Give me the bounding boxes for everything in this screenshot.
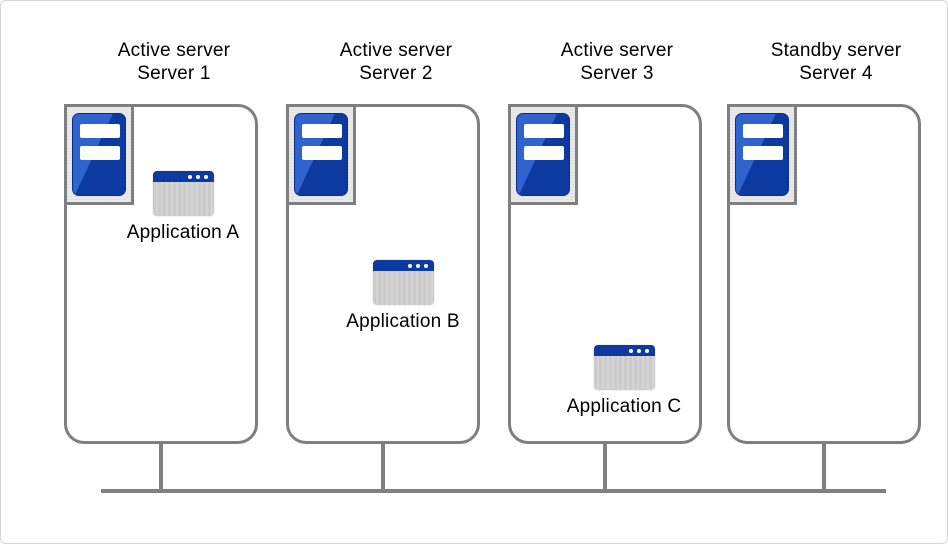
application-label: Application B bbox=[346, 311, 460, 332]
server-tower-glyph bbox=[294, 113, 348, 196]
server-1-box bbox=[64, 104, 258, 444]
application-b: Application B bbox=[333, 260, 473, 333]
server-tower-icon bbox=[286, 104, 356, 205]
application-a: Application A bbox=[113, 171, 253, 244]
window-body bbox=[372, 271, 434, 305]
server-2-header: Active server Server 2 bbox=[276, 39, 516, 85]
server-tower-glyph bbox=[516, 113, 570, 196]
server-role-label: Active server bbox=[117, 40, 231, 61]
server-tower-icon bbox=[508, 104, 578, 205]
network-connector-server-3 bbox=[603, 441, 607, 490]
server-1-header: Active server Server 1 bbox=[54, 39, 294, 85]
window-body bbox=[152, 182, 214, 216]
server-role-label: Active server bbox=[339, 40, 453, 61]
application-window-icon bbox=[152, 171, 214, 216]
server-4-header: Standby server Server 4 bbox=[716, 39, 947, 85]
server-tower-glyph bbox=[72, 113, 126, 196]
network-connector-server-4 bbox=[822, 441, 826, 490]
server-name-label: Server 3 bbox=[580, 63, 654, 84]
window-titlebar bbox=[593, 345, 655, 356]
application-c: Application C bbox=[554, 345, 694, 418]
server-name-label: Server 2 bbox=[359, 63, 433, 84]
server-name-label: Server 4 bbox=[799, 63, 873, 84]
server-role-label: Standby server bbox=[770, 40, 902, 61]
application-label: Application A bbox=[126, 222, 240, 243]
server-tower-icon bbox=[727, 104, 797, 205]
server-4-box bbox=[727, 104, 921, 444]
application-window-icon bbox=[593, 345, 655, 390]
network-connector-server-1 bbox=[159, 441, 163, 490]
application-window-icon bbox=[372, 260, 434, 305]
server-tower-icon bbox=[64, 104, 134, 205]
server-3-header: Active server Server 3 bbox=[497, 39, 737, 85]
server-name-label: Server 1 bbox=[137, 63, 211, 84]
network-bus-line bbox=[101, 489, 886, 493]
server-role-label: Active server bbox=[560, 40, 674, 61]
window-titlebar bbox=[152, 171, 214, 182]
window-titlebar bbox=[372, 260, 434, 271]
window-body bbox=[593, 356, 655, 390]
application-label: Application C bbox=[566, 396, 682, 417]
server-tower-glyph bbox=[735, 113, 789, 196]
network-connector-server-2 bbox=[381, 441, 385, 490]
